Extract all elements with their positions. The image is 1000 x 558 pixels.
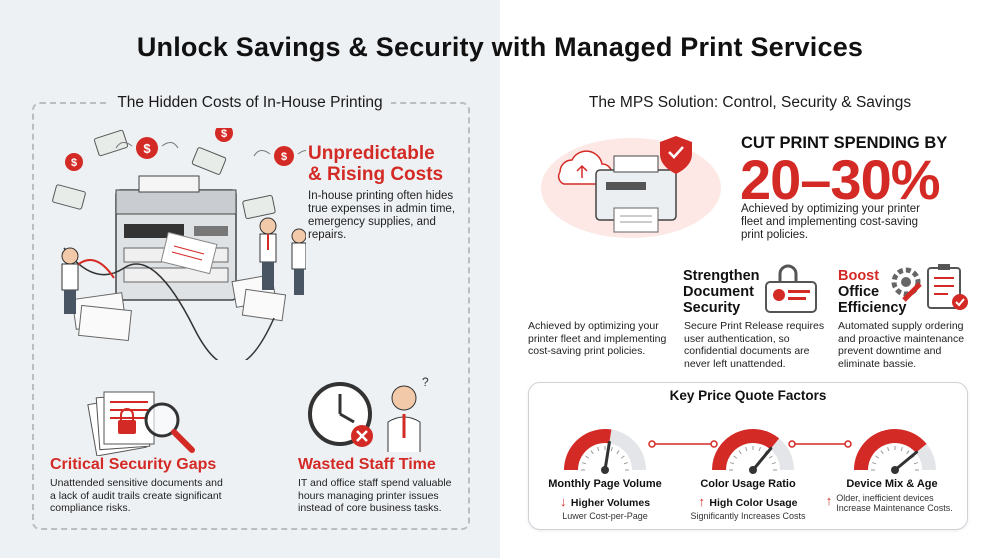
svg-text:$: $ (221, 128, 227, 140)
page-title: Unlock Savings & Security with Managed P… (136, 32, 864, 62)
document-lock-magnifier-illustration (87, 391, 195, 456)
padlock-icon (118, 420, 136, 434)
svg-text:$: $ (143, 141, 151, 156)
wasted-time-heading: Wasted Staff Time (298, 456, 436, 473)
svg-text:$: $ (71, 157, 77, 169)
boost-efficiency-heading: Boost Office Efficiency (838, 268, 907, 316)
right-panel-title: The MPS Solution: Control, Security & Sa… (588, 94, 912, 111)
security-gaps-description: Unattended sensitive documents and a lac… (50, 477, 223, 514)
secure-printer-illustration (541, 136, 721, 238)
gauge-needle (893, 450, 919, 472)
gauge-fill (712, 429, 780, 471)
gauge-meter (854, 429, 936, 474)
gauge-row (564, 429, 936, 474)
factor-page-volume: Monthly Page Volume ↓ Higher Volumes Luw… (548, 478, 662, 521)
tired-worker-icon (391, 385, 417, 411)
office-printer-icon (115, 175, 237, 301)
gauge-meter (564, 429, 646, 474)
costs-heading: Unpredictable & Rising Costs (308, 143, 444, 185)
gauge-needle (751, 446, 773, 472)
gear-checklist-icon (891, 264, 968, 310)
factor-device-mix: Device Mix & Age ↑ Older, inefficient de… (825, 478, 953, 513)
cut-spending-label: CUT PRINT SPENDING BY (741, 134, 948, 152)
left-panel-title: The Hidden Costs of In-House Printing (0, 94, 500, 112)
svg-text:?: ? (422, 375, 429, 389)
arrow-up-icon: ↑ (698, 494, 705, 509)
price-factors-card (528, 382, 968, 530)
gauge-fill (564, 429, 612, 471)
cut-spending-description: Achieved by optimizing your printer flee… (741, 203, 920, 241)
gear-icon (891, 267, 921, 297)
arrow-down-icon: ↓ (559, 494, 567, 509)
costs-description: In-house printing often hides true expen… (308, 190, 456, 241)
price-factors-heading: Key Price Quote Factors (669, 388, 827, 403)
tangled-cable-icon (63, 247, 275, 360)
magnifier-icon (144, 402, 180, 438)
svg-text:$: $ (281, 151, 287, 163)
printer-chaos-illustration: $ $ $ $ (52, 128, 306, 360)
strengthen-security-description: Secure Print Release requires user authe… (684, 320, 825, 370)
id-badge-lock-icon (765, 264, 817, 313)
gauge-fill (854, 429, 927, 471)
red-cable-icon (73, 259, 115, 279)
savings-percentage: 20–30% (740, 148, 941, 211)
money-icon (52, 129, 276, 220)
wasted-time-description: IT and office staff spend valuable hours… (298, 477, 452, 514)
flying-dollar-icon: $ $ $ $ (65, 128, 306, 171)
gauge-meter (712, 429, 794, 474)
factor-color-usage: Color Usage Ratio ↑ High Color Usage Sig… (690, 478, 806, 521)
boost-efficiency-description: Automated supply ordering and proactive … (838, 320, 965, 370)
strengthen-security-heading: Strengthen Document Security (683, 268, 760, 316)
gauge-needle (603, 440, 611, 472)
optimization-note: Achieved by optimizing your printer flee… (528, 320, 667, 357)
arrow-up-icon: ↑ (825, 493, 833, 508)
security-gaps-heading: Critical Security Gaps (50, 456, 217, 473)
clock-stressed-worker-illustration: ? (308, 375, 429, 452)
stressed-worker-icon (61, 217, 306, 314)
